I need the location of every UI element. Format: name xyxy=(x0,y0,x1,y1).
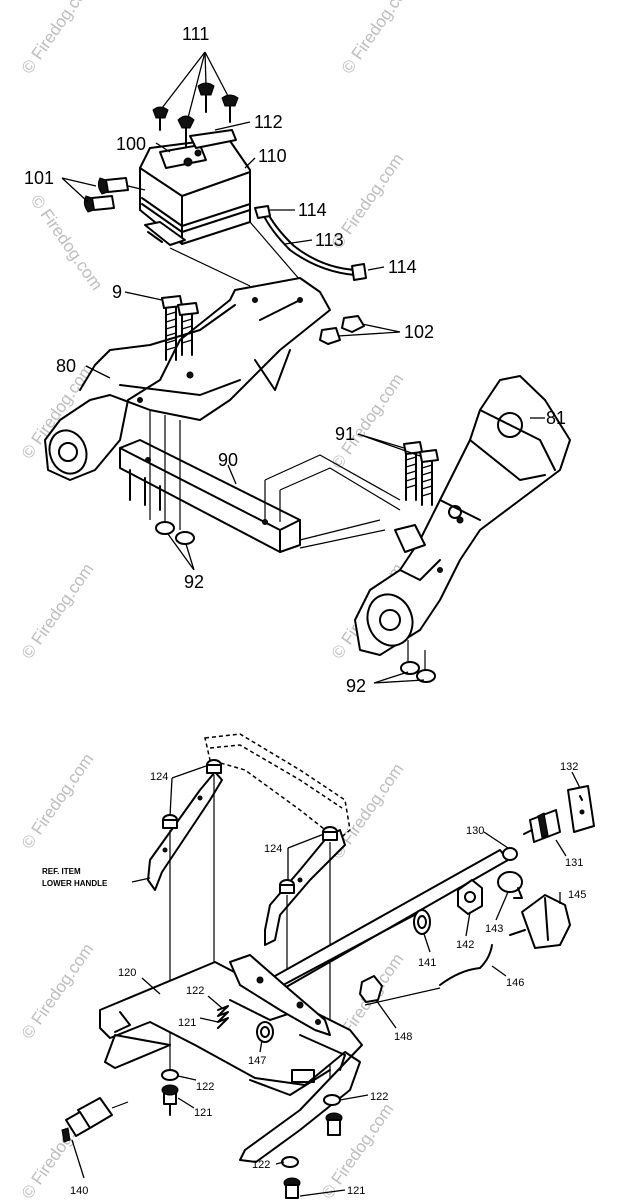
knob-145 xyxy=(509,894,571,949)
bushing-147 xyxy=(256,1021,274,1043)
watermark: © Firedog.com xyxy=(18,940,98,1042)
callout-label: 111 xyxy=(182,24,209,44)
callout-label: 145 xyxy=(568,889,586,901)
callout-label: 110 xyxy=(258,146,287,166)
lower-handle-reference xyxy=(204,733,351,841)
leaders-upper xyxy=(61,51,545,684)
callout-label: 92 xyxy=(346,676,366,696)
callout-label: 147 xyxy=(248,1055,266,1067)
callouts-upper: 111 112 100 110 101 114 113 114 9 102 80… xyxy=(24,24,566,696)
handle-rail-left xyxy=(147,771,223,891)
switch-140 xyxy=(61,1097,129,1143)
reference-note-line-1: REF. ITEM xyxy=(42,867,81,876)
reference-note-line-2: LOWER HANDLE xyxy=(42,879,108,888)
cross-member-90 xyxy=(119,439,401,553)
callout-label: 124 xyxy=(264,843,282,855)
watermark: © Firedog.com xyxy=(18,0,98,77)
callout-label: 122 xyxy=(370,1091,388,1103)
callout-label: 121 xyxy=(194,1107,212,1119)
bolts-91 xyxy=(394,441,439,553)
nuts-102 xyxy=(319,315,365,345)
callout-label: 122 xyxy=(252,1159,270,1171)
watermark: © Firedog.com xyxy=(18,750,98,852)
base-plate-120 xyxy=(99,961,363,1163)
callout-label: 146 xyxy=(506,977,524,989)
callout-label: 100 xyxy=(116,134,146,154)
callout-label: 131 xyxy=(565,857,583,869)
part-143 xyxy=(497,871,523,899)
callout-label: 140 xyxy=(70,1185,88,1197)
callout-label: 114 xyxy=(388,257,417,277)
wire-harness xyxy=(254,205,367,281)
leaders-lower xyxy=(71,765,581,1197)
nuts-92-left xyxy=(155,521,195,545)
callout-label: 121 xyxy=(178,1017,196,1029)
callout-label: 124 xyxy=(150,771,168,783)
spacers-124 xyxy=(162,759,338,894)
callout-label: 80 xyxy=(56,356,76,376)
bracket-80 xyxy=(44,277,331,481)
callout-label: 132 xyxy=(560,761,578,773)
callout-label: 81 xyxy=(546,408,566,428)
callout-label: 90 xyxy=(218,450,238,470)
callout-label: 112 xyxy=(254,112,283,132)
plate-bracket xyxy=(229,954,331,1036)
callout-label: 101 xyxy=(24,168,54,188)
callout-label: 121 xyxy=(347,1185,365,1197)
fasteners-bottom xyxy=(161,1069,343,1199)
callout-label: 91 xyxy=(335,424,355,444)
spring-121 xyxy=(217,1005,229,1029)
watermark: © Firedog.com xyxy=(18,560,98,662)
callout-label: 114 xyxy=(298,200,327,220)
nuts-92-right xyxy=(400,640,436,683)
callout-label: 122 xyxy=(186,985,204,997)
callout-label: 113 xyxy=(315,230,344,250)
screws-101 xyxy=(83,177,146,213)
callout-label: 122 xyxy=(196,1081,214,1093)
screws-111 xyxy=(152,82,239,147)
callout-label: 120 xyxy=(118,967,136,979)
watermark: © Firedog.com xyxy=(328,370,408,472)
callout-label: 102 xyxy=(404,322,434,342)
nut-142 xyxy=(457,879,483,915)
upper-assembly: 111 112 100 110 101 114 113 114 9 102 80… xyxy=(24,24,571,696)
nut-148 xyxy=(359,975,383,1003)
washer-141 xyxy=(413,909,431,935)
watermark: © Firedog.com xyxy=(338,0,418,77)
switch-bracket xyxy=(159,129,237,169)
bolts-left xyxy=(161,295,199,361)
lower-assembly: 124 132 124 130 131 145 143 142 141 146 … xyxy=(42,733,595,1199)
callout-label: 141 xyxy=(418,957,436,969)
callout-label: 142 xyxy=(456,939,474,951)
bracket-132 xyxy=(567,785,595,833)
washer-130 xyxy=(502,847,518,861)
callout-label: 92 xyxy=(184,572,204,592)
callout-label: 143 xyxy=(485,923,503,935)
callout-label: 130 xyxy=(466,825,484,837)
callout-label: 9 xyxy=(112,282,122,302)
callouts-lower: 124 132 124 130 131 145 143 142 141 146 … xyxy=(42,761,586,1197)
callout-label: 148 xyxy=(394,1031,412,1043)
block-131 xyxy=(523,809,561,843)
bracket-81 xyxy=(354,375,571,656)
guide-lines-upper xyxy=(149,410,181,530)
